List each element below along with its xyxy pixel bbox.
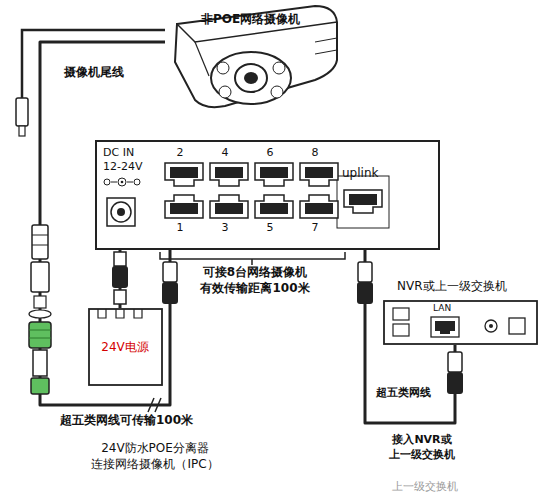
rj45-plug (163, 262, 177, 282)
dc-barrel (16, 98, 28, 126)
rj45-jack (32, 225, 48, 259)
node-text: 24V电源 (101, 340, 148, 354)
rj45-plug (358, 262, 372, 282)
node-text: NVR或上一级交换机 (397, 279, 507, 293)
cut-mark (148, 398, 161, 412)
bracket (160, 252, 345, 265)
annotation-label: 上一级交换机 (392, 480, 458, 495)
plug-boot (357, 282, 373, 304)
camera-body: 非POE网络摄像机 (165, 2, 340, 120)
tail-wire (22, 30, 165, 98)
node-text: 非POE网络摄像机 (201, 12, 300, 26)
annotation-label: 可接8台网络摄像机 有效传输距离100米 (180, 264, 330, 296)
plug-boot (162, 282, 178, 304)
annotation-label: 24V防水POE分离器 连接网络摄像机（IPC） (70, 440, 240, 472)
node-text: 4 (222, 146, 229, 159)
plug-boot (447, 372, 463, 394)
annotation-label: 摄像机尾线 (64, 64, 124, 80)
node-text: 6 (267, 146, 274, 159)
plug-boot (112, 266, 128, 288)
node-text: 5 (267, 221, 274, 234)
dc-barrel (19, 126, 25, 136)
node-text: DC IN (103, 146, 134, 159)
power-supply: 24V电源 (88, 308, 163, 386)
annotation-label: 接入NVR或 上一级交换机 (372, 433, 472, 463)
poe-switch: DC IN12-24V 2 4 6 8 1 3 5 7 uplink (95, 140, 440, 250)
node-text: 3 (222, 221, 229, 234)
annotation-label: 超五类网线可传输100米 (60, 412, 193, 428)
nvr-box: NVR或上一级交换机LAN (383, 300, 538, 345)
nvr-box-shape (383, 300, 538, 345)
dc-plug (114, 252, 126, 266)
node-text: 1 (177, 221, 184, 234)
poe-splitter (29, 322, 51, 348)
rj45-plug (448, 352, 462, 372)
node-text: 2 (177, 146, 184, 159)
annotation-label: 超五类网线 (376, 386, 431, 401)
poe-splitter (31, 378, 49, 394)
node-text: uplink (342, 166, 378, 180)
node-text: LAN (433, 303, 451, 314)
node-text: 8 (312, 146, 319, 159)
node-text: 7 (312, 221, 319, 234)
node-text: 12-24V (103, 160, 143, 173)
rj45-plug (31, 262, 49, 292)
